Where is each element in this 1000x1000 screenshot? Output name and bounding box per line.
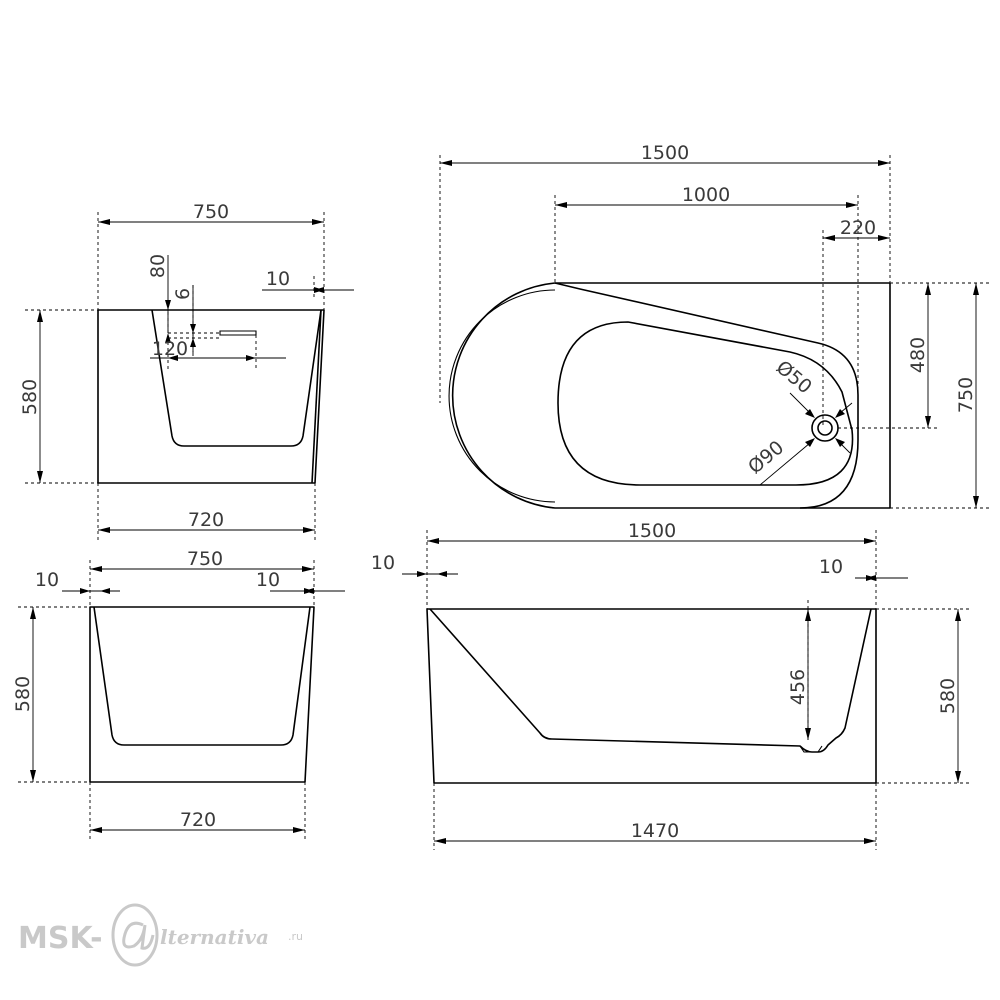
front-view-drain: [799, 745, 823, 753]
watermark-prefix: MSK-: [18, 921, 103, 956]
side-view-step-label: 6: [172, 288, 194, 300]
side-view: 750 580 720 10 80 6 120: [19, 201, 354, 540]
end-view-outline: [89, 606, 315, 783]
plan-view-outer-rim: [451, 282, 891, 509]
plan-view-drain-small-label: Ø50: [772, 356, 816, 398]
front-view-bottom-length-label: 1470: [631, 820, 679, 842]
end-view-inner-basin: [93, 606, 311, 746]
front-view-wall-right-label: 10: [819, 556, 843, 578]
front-view-height-label: 580: [937, 678, 959, 714]
side-view-inner-basin: [151, 309, 322, 447]
front-view: 1500 10 10 456 580 1470: [371, 520, 970, 850]
end-view-bottom-width-label: 720: [180, 809, 216, 831]
plan-view-inner-basin: [557, 321, 854, 486]
side-view-overflow-label: 120: [152, 338, 188, 360]
side-view-wall-edge: [311, 309, 322, 484]
drain-outer-circle: [811, 414, 839, 442]
plan-view-length-label: 1500: [641, 142, 689, 164]
at-sign-icon: [111, 903, 159, 967]
watermark-script: lternativa: [160, 925, 269, 949]
plan-view: Ø50 Ø90 1500 1000 220 480 750: [439, 142, 990, 509]
end-view: 750 10 10 580 720: [12, 548, 345, 840]
end-view-height-label: 580: [12, 676, 34, 712]
end-view-top-width-label: 750: [187, 548, 223, 570]
overflow-slot: [219, 330, 257, 336]
side-view-top-width-label: 750: [193, 201, 229, 223]
front-view-top-length-label: 1500: [628, 520, 676, 542]
watermark-tld: .ru: [288, 930, 303, 943]
front-view-wall-left-label: 10: [371, 552, 395, 574]
plan-view-drain-large-label: Ø90: [744, 436, 788, 478]
side-view-bottom-width-label: 720: [188, 509, 224, 531]
side-view-height-label: 580: [19, 379, 41, 415]
end-view-wall-right-label: 10: [256, 569, 280, 591]
plan-view-drain-offset-x-label: 220: [840, 217, 876, 239]
plan-view-drain-offset-y-label: 480: [907, 337, 929, 373]
side-view-outline: [97, 309, 325, 484]
side-view-wall-label: 10: [266, 268, 290, 290]
plan-view-width-label: 750: [955, 377, 977, 413]
end-view-wall-left-label: 10: [35, 569, 59, 591]
side-view-depth-label: 80: [147, 254, 169, 278]
plan-view-rim-inner: [448, 289, 556, 503]
front-view-inner-depth-label: 456: [787, 669, 809, 705]
plan-view-top-deck: [554, 282, 859, 509]
plan-view-inner-length-label: 1000: [682, 184, 730, 206]
drain-inner-circle: [817, 420, 833, 436]
watermark-logo: MSK- lternativa .ru: [18, 903, 303, 967]
